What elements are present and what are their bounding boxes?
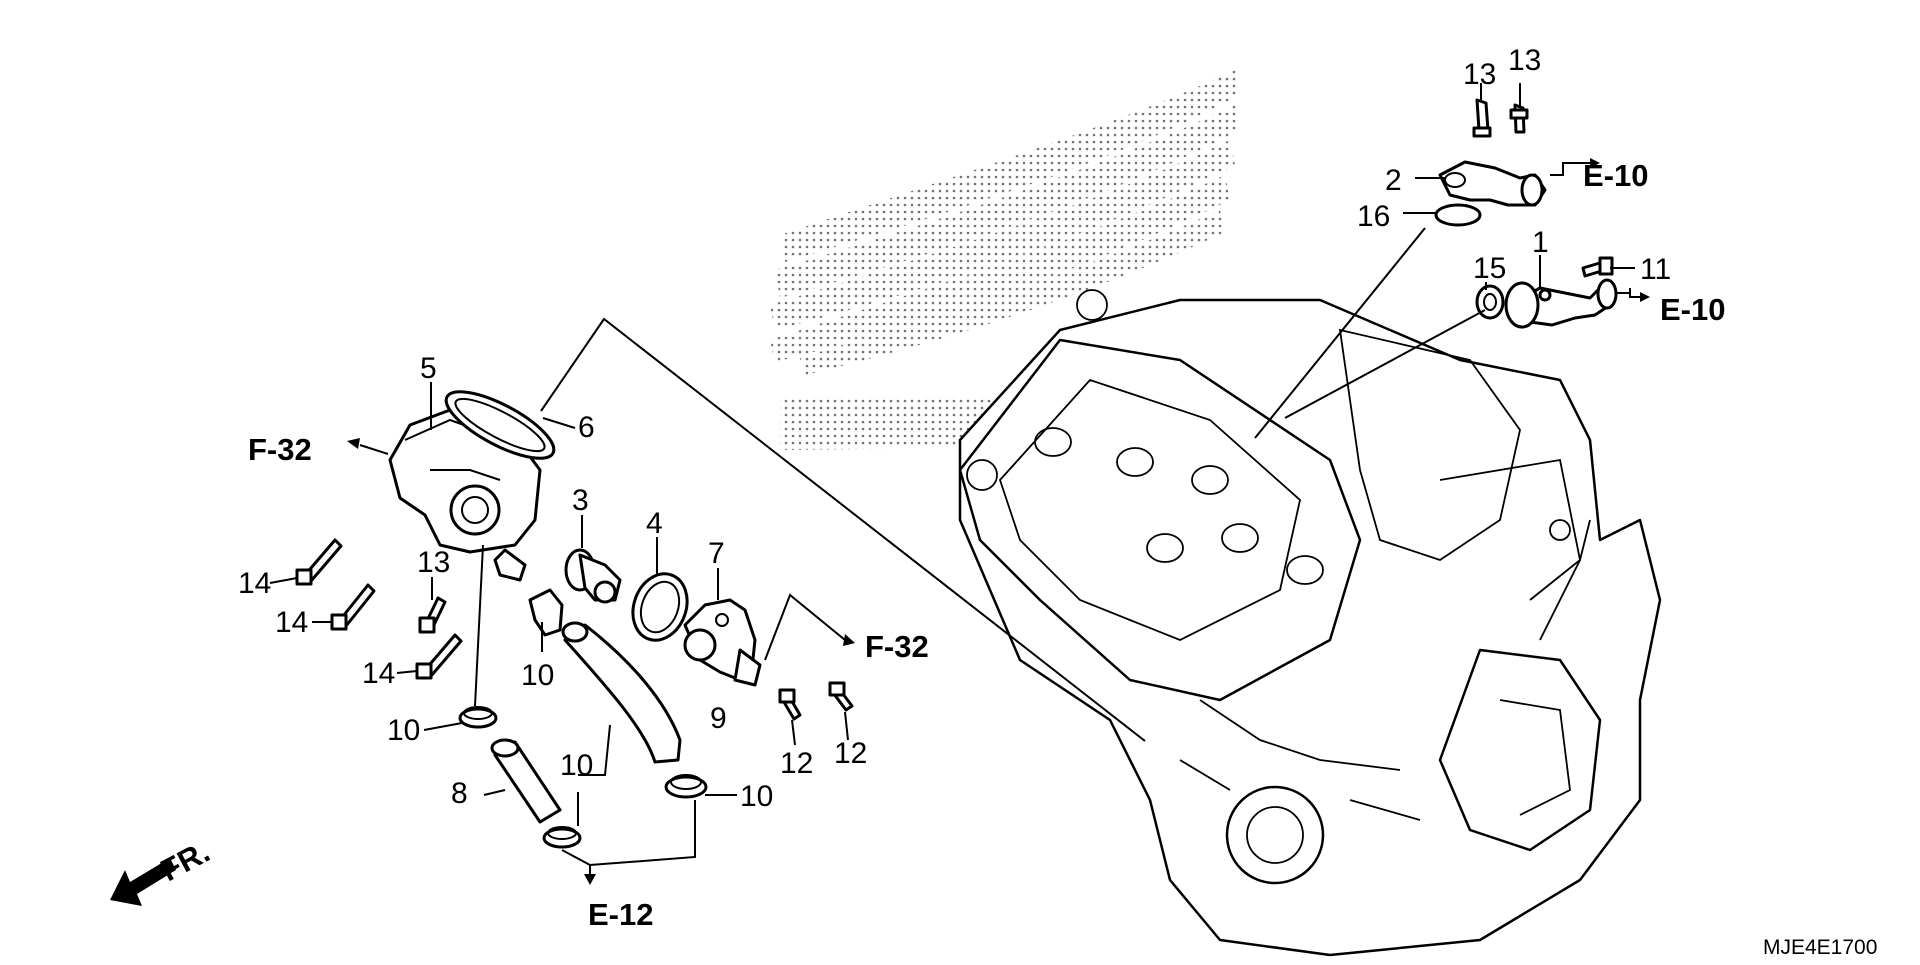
callout-14-a: 14 (238, 567, 271, 600)
part-code: MJE4E1700 (1763, 936, 1877, 959)
callout-8: 8 (451, 777, 468, 810)
part-8-hose (490, 738, 562, 824)
part-4-o-ring (631, 572, 689, 642)
part-1-water-pipe (1504, 278, 1618, 329)
front-direction-arrow-icon: FR. (110, 834, 215, 906)
ref-e10-lower: E-10 (1660, 292, 1725, 327)
part-13-bolts-top (1472, 98, 1529, 138)
part-3-thermostat (564, 548, 622, 604)
part-7-thermostat-cover (683, 598, 762, 687)
callout-11: 11 (1640, 253, 1671, 286)
callout-10-d: 10 (740, 780, 773, 813)
callout-14-c: 14 (362, 657, 395, 690)
callout-10-a: 10 (521, 659, 554, 692)
callout-1: 1 (1532, 226, 1549, 259)
callout-3: 3 (572, 484, 589, 517)
callout-12-a: 12 (780, 747, 813, 780)
part-10-clamps (458, 588, 708, 849)
callout-14-b: 14 (275, 606, 308, 639)
ref-e10-upper: E-10 (1583, 158, 1648, 193)
callout-9: 9 (710, 702, 727, 735)
part-2-water-pipe (1438, 160, 1547, 207)
ref-f32-left: F-32 (248, 432, 312, 467)
callout-13-b: 13 (1508, 44, 1541, 77)
callout-10-b: 10 (387, 714, 420, 747)
callout-2: 2 (1385, 164, 1402, 197)
part-6-gasket (444, 390, 556, 460)
ref-f32-right: F-32 (865, 629, 929, 664)
callout-16: 16 (1357, 200, 1390, 233)
callout-7: 7 (708, 537, 725, 570)
callout-4: 4 (646, 507, 663, 540)
callout-10-c: 10 (560, 749, 593, 782)
part-13-bolt-lower (418, 596, 447, 634)
callout-13-c: 13 (417, 546, 450, 579)
part-11-bolt (1581, 256, 1614, 278)
leader-gasket-to-engine (540, 317, 1146, 742)
callout-6: 6 (578, 411, 595, 444)
callout-13-a: 13 (1463, 58, 1496, 91)
callout-15: 15 (1473, 252, 1506, 285)
engine-assembly (958, 289, 1662, 957)
callout-5: 5 (420, 352, 437, 385)
part-12-bolts (778, 681, 854, 721)
callout-12-b: 12 (834, 737, 867, 770)
part-14-bolts (295, 538, 463, 680)
part-9-hose (561, 621, 682, 764)
front-label: FR. (155, 834, 216, 888)
part-16-o-ring (1434, 203, 1482, 227)
ref-e12: E-12 (588, 897, 653, 932)
